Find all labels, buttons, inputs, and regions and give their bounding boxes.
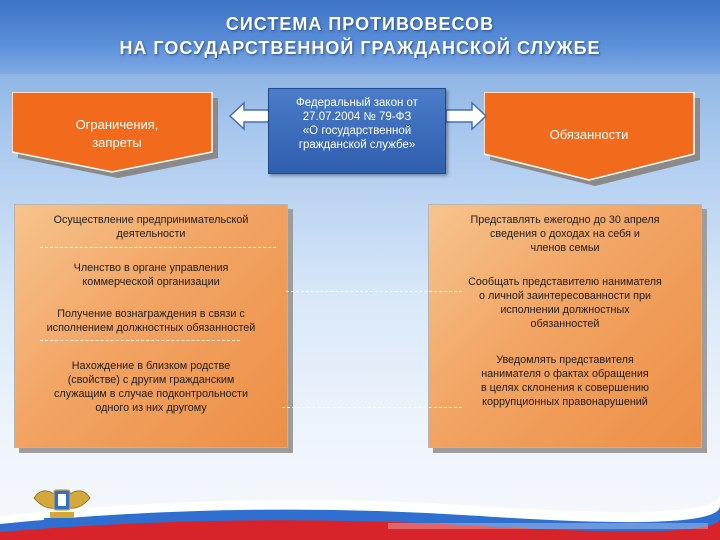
chevron-shape	[12, 92, 218, 178]
flag-stripes	[0, 494, 720, 540]
title-line-1: СИСТЕМА ПРОТИВОВЕСОВ	[225, 14, 495, 34]
right-arrow-icon	[445, 101, 488, 131]
footer-decoration	[388, 523, 708, 529]
federal-law-box: Федеральный закон от 27.07.2004 № 79-ФЗ …	[268, 88, 446, 174]
coat-of-arms-emblem-icon	[33, 489, 91, 521]
restriction-item: Членство в органе управления коммерческо…	[73, 262, 229, 288]
duty-item: Уведомлять представителя нанимателя о фа…	[480, 354, 650, 408]
left-arrow-icon	[228, 101, 271, 131]
restriction-item: Осуществление предпринимательской деятел…	[53, 214, 249, 240]
restrictions-header: Ограничения, запреты	[12, 92, 222, 180]
restrictions-panel: Осуществление предпринимательской деятел…	[14, 204, 288, 448]
restriction-item: Получение вознаграждения в связи с испол…	[46, 308, 256, 334]
title-banner: СИСТЕМА ПРОТИВОВЕСОВ НА ГОСУДАРСТВЕННОЙ …	[0, 0, 720, 76]
connector-line	[40, 247, 276, 248]
duty-item: Представлять ежегодно до 30 апреля сведе…	[470, 214, 660, 254]
duty-item: Сообщать представителю нанимателя о личн…	[468, 276, 662, 330]
connector-line	[40, 340, 240, 341]
connector-line	[286, 291, 462, 292]
chevron-shape	[484, 92, 700, 186]
duties-label: Обязанности	[549, 127, 629, 142]
restrictions-label: Ограничения, запреты	[75, 117, 159, 150]
connector-line	[282, 407, 462, 408]
title-line-2: НА ГОСУДАРСТВЕННОЙ ГРАЖДАНСКОЙ СЛУЖБЕ	[119, 38, 601, 58]
restriction-item: Нахождение в близком родстве (свойстве) …	[54, 360, 248, 414]
duties-header: Обязанности	[484, 92, 700, 186]
duties-panel: Представлять ежегодно до 30 апреля сведе…	[428, 204, 702, 448]
